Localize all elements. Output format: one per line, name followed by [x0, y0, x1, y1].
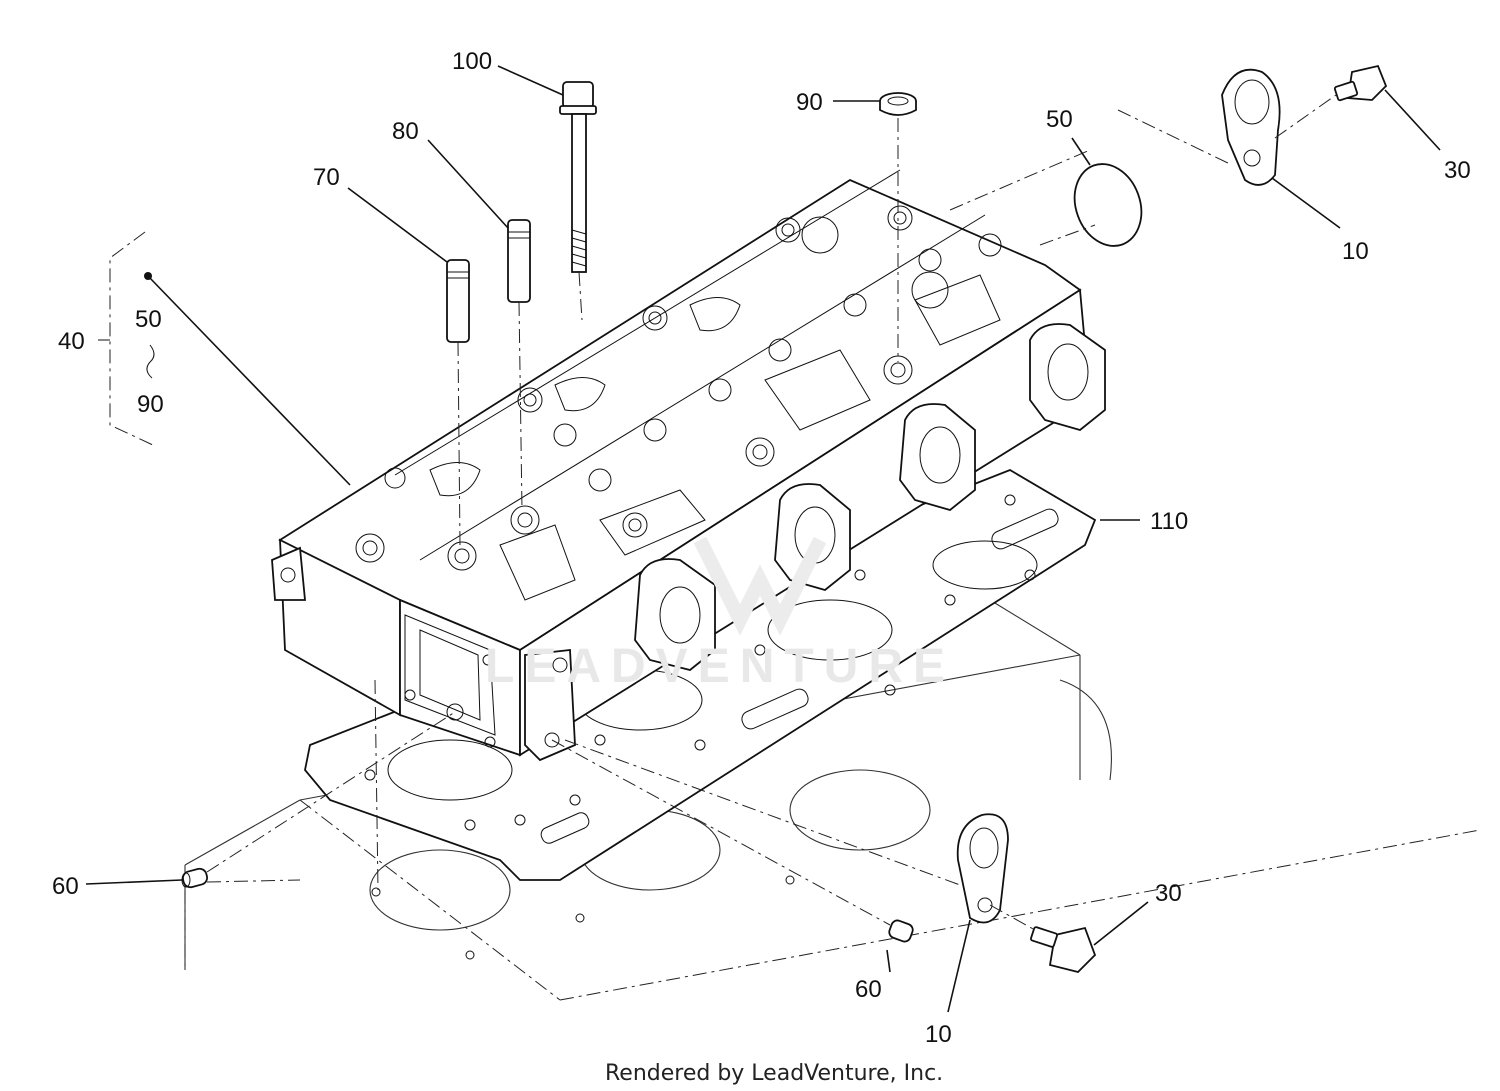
callout-50-plug: 50	[1046, 106, 1073, 133]
callout-30-top: 30	[1444, 157, 1471, 184]
footer-credit: Rendered by LeadVenture, Inc.	[605, 1061, 943, 1086]
callout-60-bottom: 60	[855, 976, 882, 1003]
callout-70: 70	[313, 164, 340, 191]
leader-lines	[85, 65, 1441, 1013]
engine-hanger-top	[1117, 68, 1281, 186]
dowel-alignment-line	[374, 679, 379, 891]
callout-50-group: 50	[135, 306, 162, 333]
watermark-text: LEADVENTURE	[485, 640, 955, 693]
callout-labels: 100 90 80 70 50 30 10 40 50 90 110 60 60…	[52, 48, 1471, 1048]
callout-80: 80	[392, 118, 419, 145]
parts-group-bracket	[98, 231, 351, 486]
head-bolt-100	[559, 81, 597, 321]
valve-guide-80	[507, 219, 531, 511]
valve-stem-seal-90	[879, 92, 917, 362]
callout-90-top: 90	[796, 89, 823, 116]
engine-hanger-bottom	[564, 739, 1009, 924]
dowel-pin-60-left	[181, 711, 456, 889]
cylinder-head	[271, 169, 1106, 762]
hanger-bolt-30-bottom	[989, 904, 1097, 973]
expansion-plug-50	[949, 149, 1143, 247]
valve-guide-70	[446, 259, 470, 546]
callout-30-bottom: 30	[1155, 880, 1182, 907]
callout-10-top: 10	[1342, 238, 1369, 265]
head-gasket	[304, 469, 1097, 881]
callout-90-group: 90	[137, 391, 164, 418]
callout-100: 100	[452, 48, 492, 75]
watermark: LEADVENTURE	[485, 536, 955, 693]
dowel-pin-60-bottom	[551, 739, 914, 943]
callout-110: 110	[1150, 508, 1188, 535]
hanger-bolt-30-top	[1274, 64, 1388, 139]
callout-40: 40	[58, 328, 85, 355]
callout-10-bottom: 10	[925, 1021, 952, 1048]
callout-60-left: 60	[52, 873, 79, 900]
